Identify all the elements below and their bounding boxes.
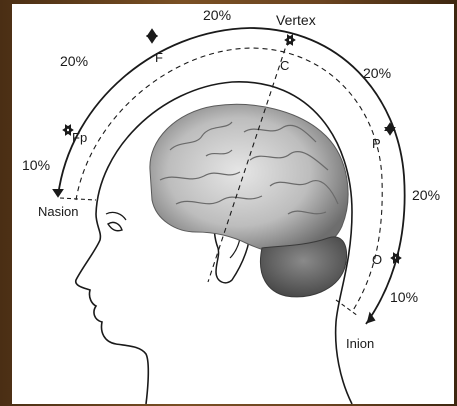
label-left-low-percent: 10% xyxy=(22,157,50,173)
label-top-percent: 20% xyxy=(203,7,231,23)
label-right-mid-percent: 20% xyxy=(412,187,440,203)
label-right-low-percent: 10% xyxy=(390,289,418,305)
eye-brow xyxy=(106,212,126,220)
label-inion: Inion xyxy=(346,336,374,351)
label-o: O xyxy=(372,252,382,267)
label-p: P xyxy=(372,136,381,151)
label-upper-left-percent: 20% xyxy=(60,53,88,69)
head-measurement-diagram: 20% Vertex 20% F C 20% Fp P 10% 20% Nasi… xyxy=(12,4,454,404)
label-fp: Fp xyxy=(72,130,87,145)
face-profile xyxy=(76,214,149,404)
label-f: F xyxy=(155,50,163,65)
cerebrum xyxy=(150,104,348,254)
label-vertex: Vertex xyxy=(276,12,316,28)
eye xyxy=(108,222,122,230)
label-upper-right-percent: 20% xyxy=(363,65,391,81)
nasion-line xyxy=(60,198,96,200)
diagram-panel: 20% Vertex 20% F C 20% Fp P 10% 20% Nasi… xyxy=(12,4,454,404)
label-c: C xyxy=(280,58,289,73)
label-nasion: Nasion xyxy=(38,204,78,219)
